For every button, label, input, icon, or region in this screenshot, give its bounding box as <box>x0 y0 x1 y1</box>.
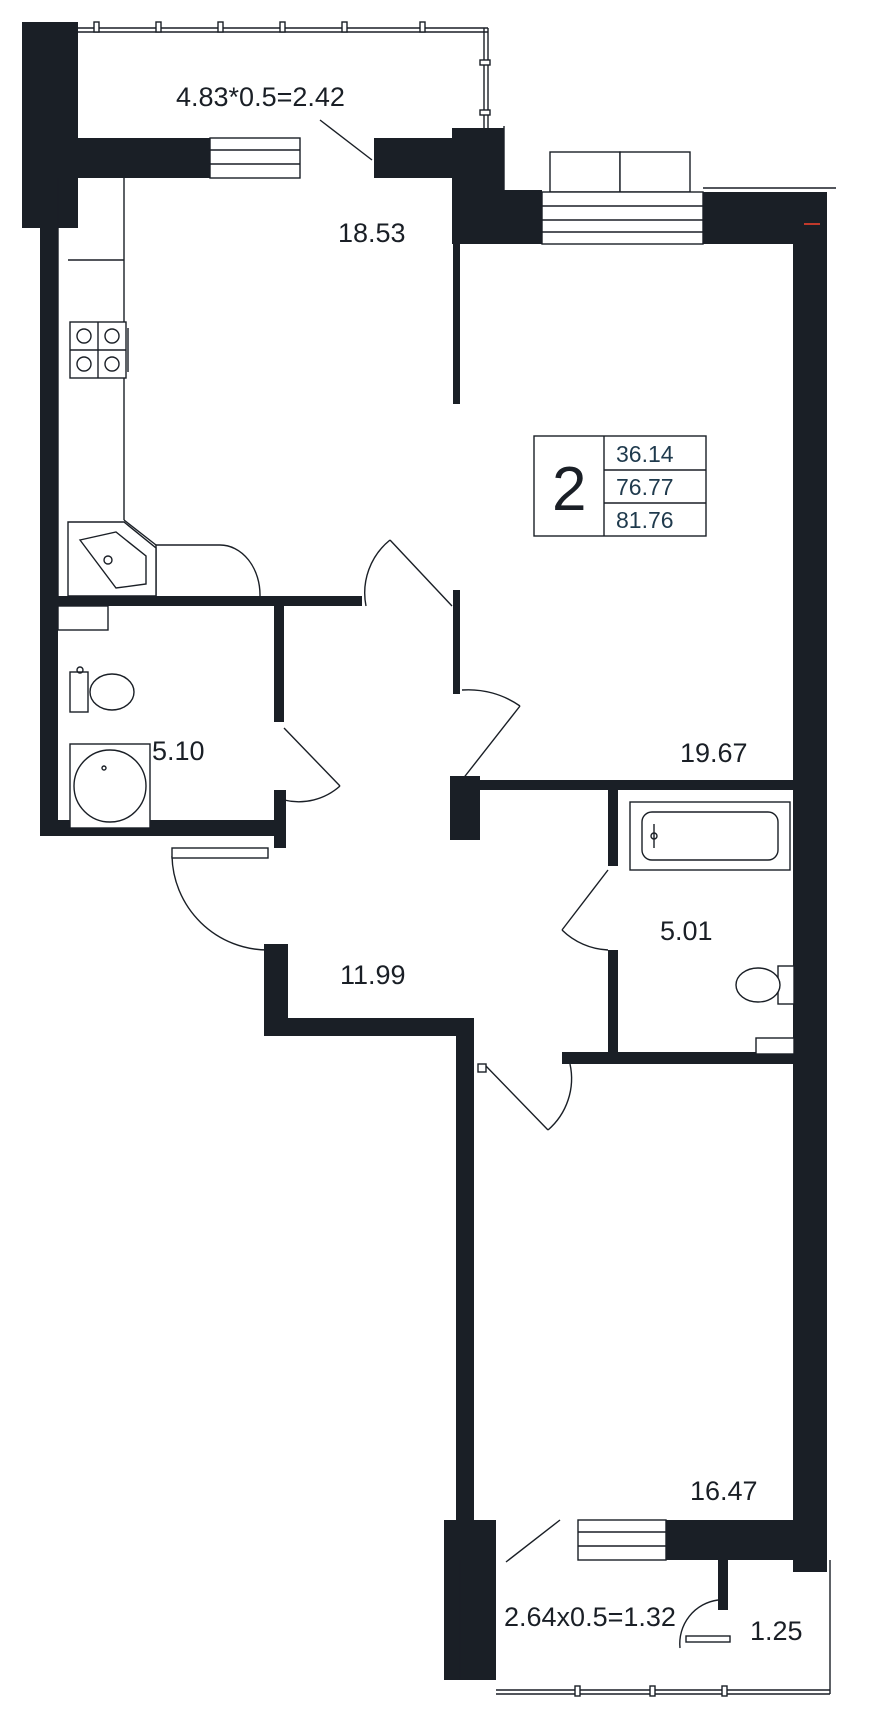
room-labels: 4.83*0.5=2.42 18.53 19.67 5.10 11.99 5.0… <box>152 82 803 1646</box>
balcony-railings <box>78 21 836 1697</box>
room-label-bathroom-left: 5.10 <box>152 736 205 766</box>
doors <box>171 539 609 1131</box>
room-label-bedroom: 16.47 <box>690 1476 758 1506</box>
room-label-living-room: 19.67 <box>680 738 748 768</box>
toilet-icon <box>735 965 795 1005</box>
corner-sink-icon <box>67 521 157 597</box>
shower-icon <box>69 743 151 829</box>
bathtub-icon <box>629 801 791 871</box>
badge-room-count: 2 <box>552 455 586 524</box>
stove-icon <box>69 321 129 379</box>
apartment-badge: 2 36.14 76.77 81.76 <box>533 435 707 537</box>
room-label-balcony-bottom: 2.64x0.5=1.32 <box>504 1602 676 1632</box>
room-label-hallway: 11.99 <box>340 960 406 990</box>
room-label-balcony-top: 4.83*0.5=2.42 <box>176 82 345 112</box>
badge-value-with-balcony: 81.76 <box>616 507 674 533</box>
fixtures <box>57 178 795 1055</box>
room-label-kitchen: 18.53 <box>338 218 406 248</box>
badge-value-total: 76.77 <box>616 474 674 500</box>
toilet-icon <box>69 666 135 713</box>
badge-value-living: 36.14 <box>616 441 674 467</box>
room-label-storage: 1.25 <box>750 1616 803 1646</box>
railing-posts <box>93 21 491 116</box>
room-label-bathroom-right: 5.01 <box>660 916 713 946</box>
walls <box>22 22 827 1680</box>
